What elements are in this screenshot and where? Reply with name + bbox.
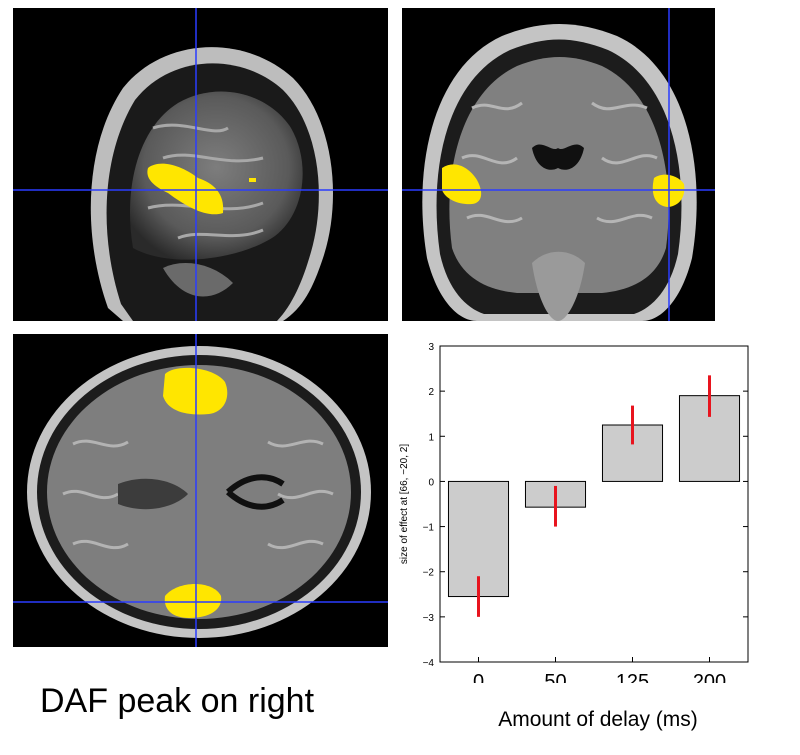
activation-blob-left [442,164,482,205]
y-tick-label: −1 [423,523,435,534]
activation-blob-front [163,367,228,415]
caption: DAF peak on right [40,682,315,720]
axial-slice-image [13,334,388,647]
y-tick-label: −3 [423,613,435,624]
x-tick-label: 0 [473,671,484,683]
y-tick-label: 1 [428,432,434,443]
sagittal-slice-image [13,8,388,321]
effect-size-bar-chart: −4 −3 −2 −1 0 1 2 3 size of effect at [66, −20, … [392,338,762,693]
x-tick-label: 125 [616,671,649,683]
x-tick-label: 50 [544,671,566,683]
y-tick-label: −2 [423,568,435,579]
y-tick-label: −4 [423,658,435,669]
y-axis-label: size of effect at [66, −20, 2] [399,444,410,564]
y-tick-label: 2 [428,387,434,398]
activation-blob [147,163,224,215]
y-tick-label: 3 [428,342,434,353]
x-axis-label: Amount of delay (ms) [498,708,698,731]
x-tick-label: 200 [693,671,726,683]
plot-frame [439,345,749,663]
y-tick-label: 0 [428,477,434,488]
coronal-slice-image [402,8,715,321]
activation-blob-back [164,584,222,618]
